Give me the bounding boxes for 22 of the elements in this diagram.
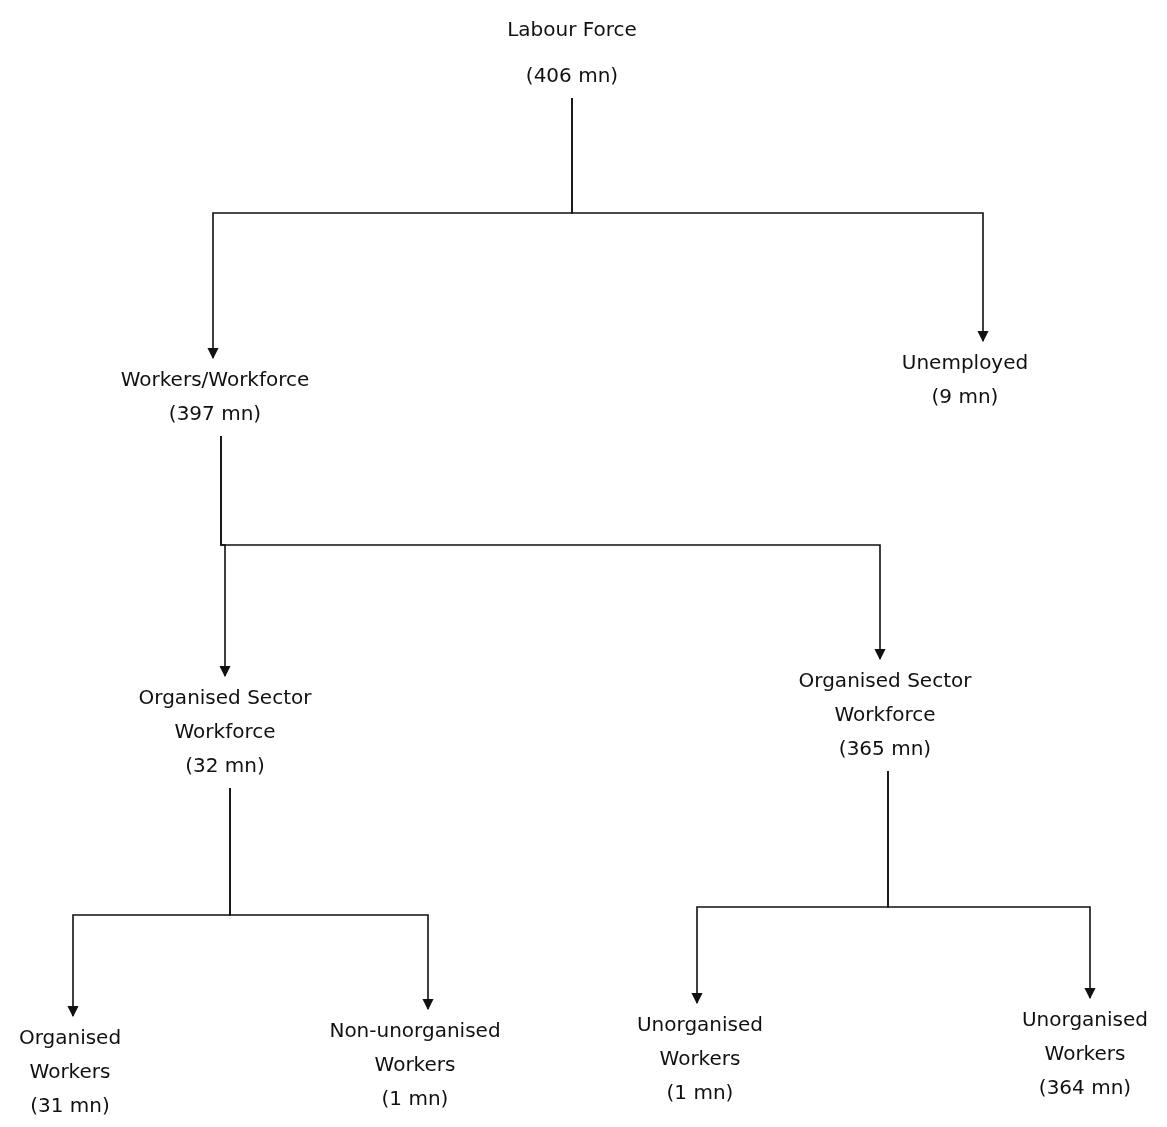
value-label: (364 mn) (1037, 1074, 1133, 1101)
value-label: (32 mn) (184, 752, 266, 779)
value-label: (9 mn) (930, 383, 1000, 410)
value-label: (1 mn) (665, 1079, 735, 1106)
node-label: Organised Workers (17, 1024, 123, 1085)
value-label: (365 mn) (837, 735, 933, 762)
value-label: (1 mn) (380, 1085, 450, 1112)
node-label: Labour Force (506, 16, 638, 43)
node-label: Non-unorganised Workers (328, 1017, 502, 1078)
node-label: Organised Sector Workforce (797, 667, 973, 728)
node-label: Organised Sector Workforce (137, 684, 313, 745)
arrow (887, 770, 1096, 1000)
value-label: (31 mn) (29, 1092, 111, 1119)
node-label: Workers/Workforce (119, 366, 311, 393)
arrow (229, 787, 434, 1011)
value-label: (406 mn) (524, 62, 620, 89)
arrow (571, 97, 989, 343)
node-label: Unorganised Workers (636, 1011, 764, 1072)
arrow (220, 435, 886, 661)
node-label: Unorganised Workers (1021, 1006, 1149, 1067)
node-label: Unemployed (900, 349, 1030, 376)
value-label: (397 mn) (167, 400, 263, 427)
